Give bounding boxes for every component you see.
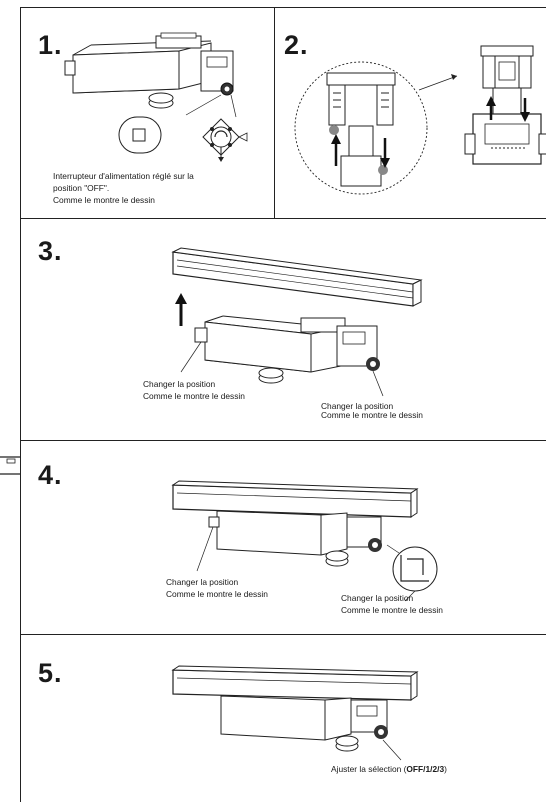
step-1-caption-line-3: Comme le montre le dessin xyxy=(53,195,155,205)
step-3-illustration xyxy=(171,247,423,397)
step-3-left-caption-line-2: Comme le montre le dessin xyxy=(143,391,245,401)
step-1-illustration xyxy=(64,32,248,162)
step-3-right-caption-line-2: Comme le montre le dessin xyxy=(321,410,423,420)
step-4-left-caption-line-1: Changer la position xyxy=(166,577,239,587)
step-4-illustration xyxy=(171,480,438,602)
step-5-illustration xyxy=(171,665,419,761)
step-5-caption-suffix: ) xyxy=(444,764,447,774)
step-4-left-caption-line-2: Comme le montre le dessin xyxy=(166,589,268,599)
step-2-illustration xyxy=(294,45,546,195)
instruction-sheet: 1. xyxy=(20,7,546,802)
step-4-number: 4. xyxy=(38,460,63,490)
step-5-caption-selection: OFF/1/2/3 xyxy=(406,764,445,774)
row-divider-1 xyxy=(21,218,546,219)
step-5-caption: Ajuster la sélection (OFF/1/2/3) xyxy=(331,763,447,775)
column-divider xyxy=(274,8,275,218)
step-1-caption-line-2: position "OFF". xyxy=(53,183,110,193)
step-2-number: 2. xyxy=(284,30,309,60)
step-1-caption-line-1: Interrupteur d'alimentation réglé sur la xyxy=(53,171,194,181)
row-divider-2 xyxy=(21,440,546,441)
step-4-right-caption-line-1: Changer la position xyxy=(341,593,414,603)
step-1-number: 1. xyxy=(38,30,63,60)
step-3-right-caption-line-1: Changer la position xyxy=(321,401,394,411)
row-divider-3 xyxy=(21,634,546,635)
step-3-left-caption-line-1: Changer la position xyxy=(143,379,216,389)
step-3-number: 3. xyxy=(38,236,63,266)
step-4-right-caption-line-2: Comme le montre le dessin xyxy=(341,605,443,615)
edge-crop-mark xyxy=(0,456,20,475)
step-5-caption-prefix: Ajuster la sélection ( xyxy=(331,764,407,774)
step-5-number: 5. xyxy=(38,658,63,688)
